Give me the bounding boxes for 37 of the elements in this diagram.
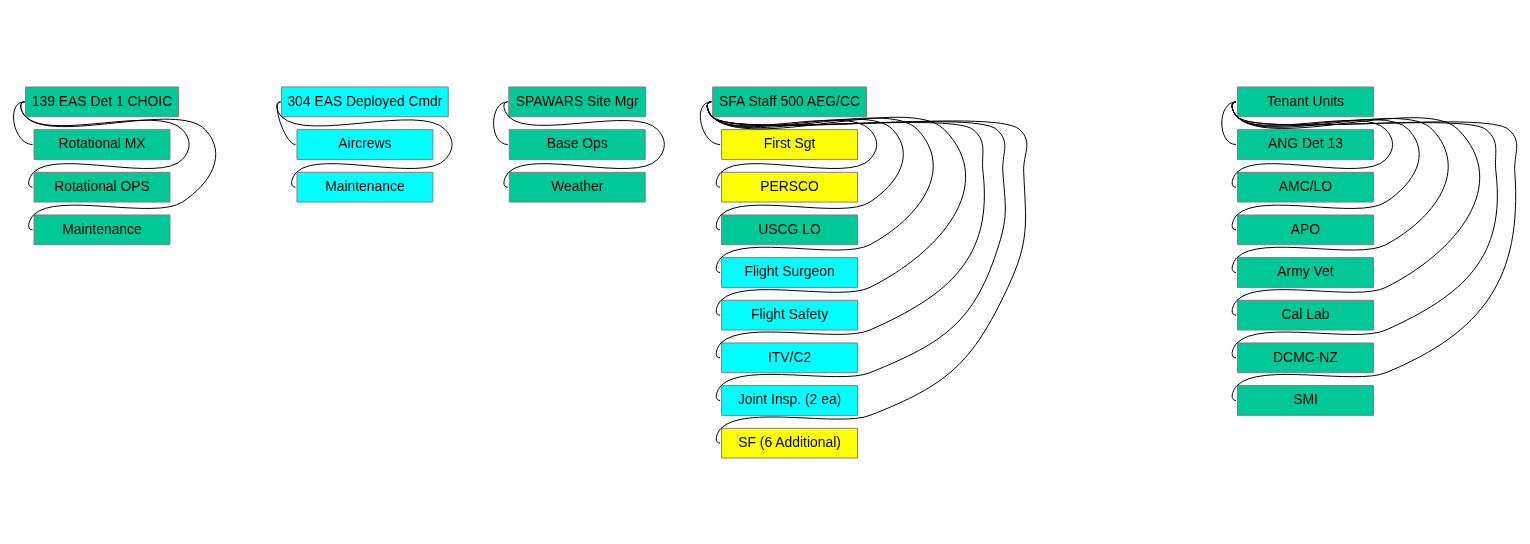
node-box: Aircrews — [296, 128, 434, 160]
node-box: PERSCO — [721, 171, 858, 203]
node-box: Flight Surgeon — [721, 256, 858, 288]
node-box: Maintenance — [296, 171, 434, 203]
connector — [706, 100, 1028, 444]
node-box: Army Vet — [1237, 256, 1374, 288]
node-box: APO — [1237, 213, 1374, 245]
node-box: SF (6 Additional) — [721, 427, 858, 459]
connector — [13, 100, 34, 145]
node-box: SMI — [1237, 384, 1374, 416]
node-box: AMC/LO — [1237, 171, 1374, 203]
node-box: First Sgt — [721, 128, 858, 160]
node-box: SFA Staff 500 AEG/CC — [712, 85, 867, 117]
node-box: Rotational MX — [33, 128, 171, 160]
node-box: SPAWARS Site Mgr — [508, 85, 647, 117]
node-box: Weather — [508, 171, 646, 203]
node-box: USCG LO — [721, 213, 858, 245]
node-box: Joint Insp. (2 ea) — [721, 384, 858, 416]
node-box: ITV/C2 — [721, 341, 858, 373]
connector — [699, 100, 721, 145]
node-box: 139 EAS Det 1 CHOIC — [25, 85, 179, 117]
node-box: Flight Safety — [721, 299, 858, 331]
connector — [276, 100, 296, 145]
connector — [493, 100, 509, 145]
node-box: Tenant Units — [1237, 85, 1374, 117]
node-box: DCMC-NZ — [1237, 341, 1374, 373]
node-box: Cal Lab — [1237, 299, 1374, 331]
connector — [1231, 100, 1518, 401]
connector — [503, 100, 665, 188]
node-box: 304 EAS Deployed Cmdr — [281, 85, 449, 117]
connector — [20, 100, 217, 230]
node-box: Rotational OPS — [33, 171, 171, 203]
node-box: Maintenance — [33, 213, 171, 245]
connector — [276, 100, 453, 188]
node-box: Base Ops — [508, 128, 646, 160]
node-box: ANG Det 13 — [1237, 128, 1374, 160]
connector — [1221, 100, 1237, 145]
